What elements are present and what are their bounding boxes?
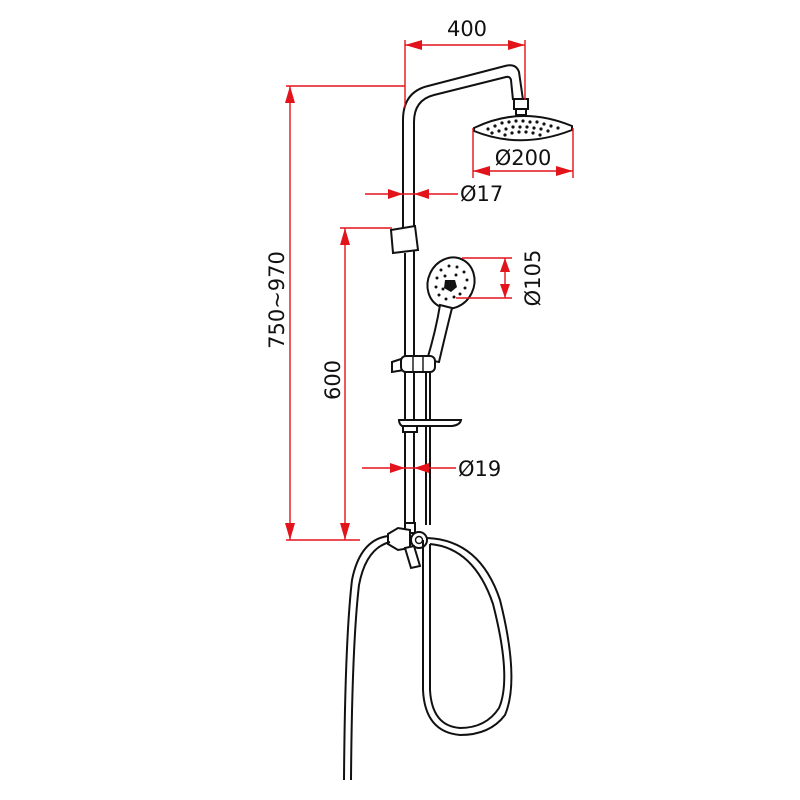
hand-shower [425,256,476,364]
dimension-rail-height: 600 [321,227,392,540]
product-line-art [343,64,573,781]
shower-hose [343,535,513,781]
hand-shower-holder [391,355,436,525]
dimension-total-height: 750~970 [265,85,405,541]
dim-label-total-height: 750~970 [265,251,289,349]
dimension-head-diameter: Ø200 [472,128,574,178]
dim-label-rail-height: 600 [321,360,345,400]
dim-label-hand-shower: Ø105 [521,250,545,307]
upper-pipe-and-arm [402,64,524,228]
dim-label-lower-pipe: Ø19 [458,457,501,481]
dim-label-upper-pipe: Ø17 [460,182,503,206]
dimension-upper-pipe: Ø17 [365,182,503,206]
dimension-lower-pipe: Ø19 [362,457,501,481]
dimension-arm-reach: 400 [404,17,526,108]
lower-pipe [404,250,415,525]
dimension-annotations: 400 Ø200 Ø17 Ø105 [265,17,574,541]
head-connector [513,98,529,116]
overhead-shower-head [473,115,573,142]
dim-label-arm-reach: 400 [447,17,487,41]
height-adjust-clamp [389,224,420,255]
diverter-valve [387,522,428,570]
soap-dish [397,419,463,433]
dimension-hand-shower: Ø105 [456,250,545,307]
dim-label-head-diameter: Ø200 [495,146,552,170]
